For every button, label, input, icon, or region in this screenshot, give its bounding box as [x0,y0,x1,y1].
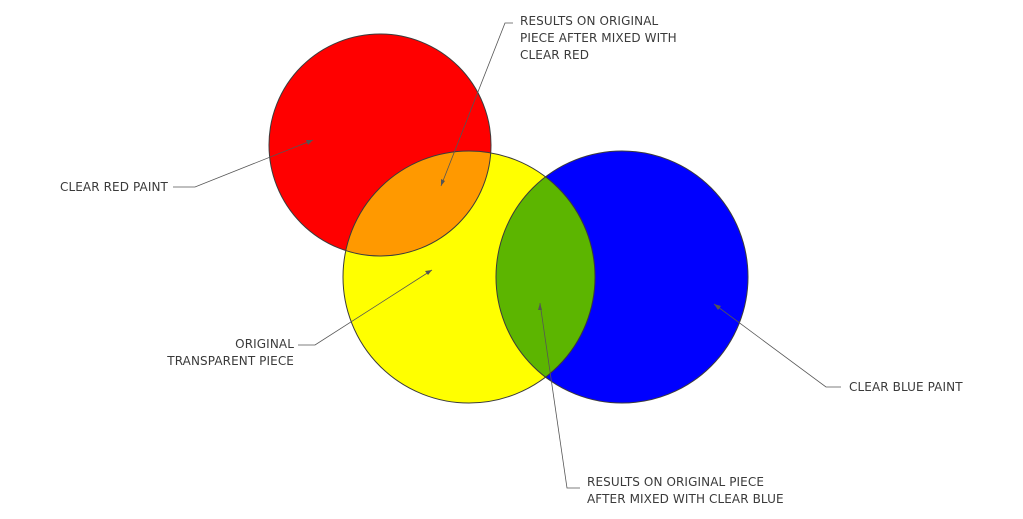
circle-outlines [268,33,749,404]
arrowhead-red-result [441,179,445,186]
arrowheads [306,140,721,310]
leader-line-blue-paint [713,303,841,388]
leader-line-blue-result [539,302,580,489]
leader-line-original-piece [298,269,433,346]
label-clear-blue-paint-text: CLEAR BLUE PAINT [849,380,963,394]
label-clear-red-paint: CLEAR RED PAINT [40,179,168,196]
label-blue-result: RESULTS ON ORIGINAL PIECE AFTER MIXED WI… [587,474,784,508]
leader-line-red-result [440,22,513,187]
label-red-result-line-2: PIECE AFTER MIXED WITH [520,31,677,45]
label-clear-blue-paint: CLEAR BLUE PAINT [849,379,963,396]
label-original-line-1: ORIGINAL [235,337,294,351]
label-red-result: RESULTS ON ORIGINAL PIECE AFTER MIXED WI… [520,13,677,64]
arrowhead-red-paint [306,140,313,145]
label-original-line-2: TRANSPARENT PIECE [167,354,294,368]
green-overlap-region [496,151,595,403]
arrowhead-blue-result [538,303,542,310]
label-red-result-line-1: RESULTS ON ORIGINAL [520,14,659,28]
orange-overlap-region [343,151,491,256]
label-blue-result-line-2: AFTER MIXED WITH CLEAR BLUE [587,492,784,506]
label-blue-result-line-1: RESULTS ON ORIGINAL PIECE [587,475,765,489]
leader-lines [173,22,841,489]
label-red-result-line-3: CLEAR RED [520,48,590,62]
label-original-transparent-piece: ORIGINAL TRANSPARENT PIECE [150,336,294,370]
arrowhead-original-piece [425,270,432,275]
arrowhead-blue-paint [714,304,721,310]
leader-line-red-paint [173,139,314,188]
label-clear-red-paint-text: CLEAR RED PAINT [59,180,168,194]
